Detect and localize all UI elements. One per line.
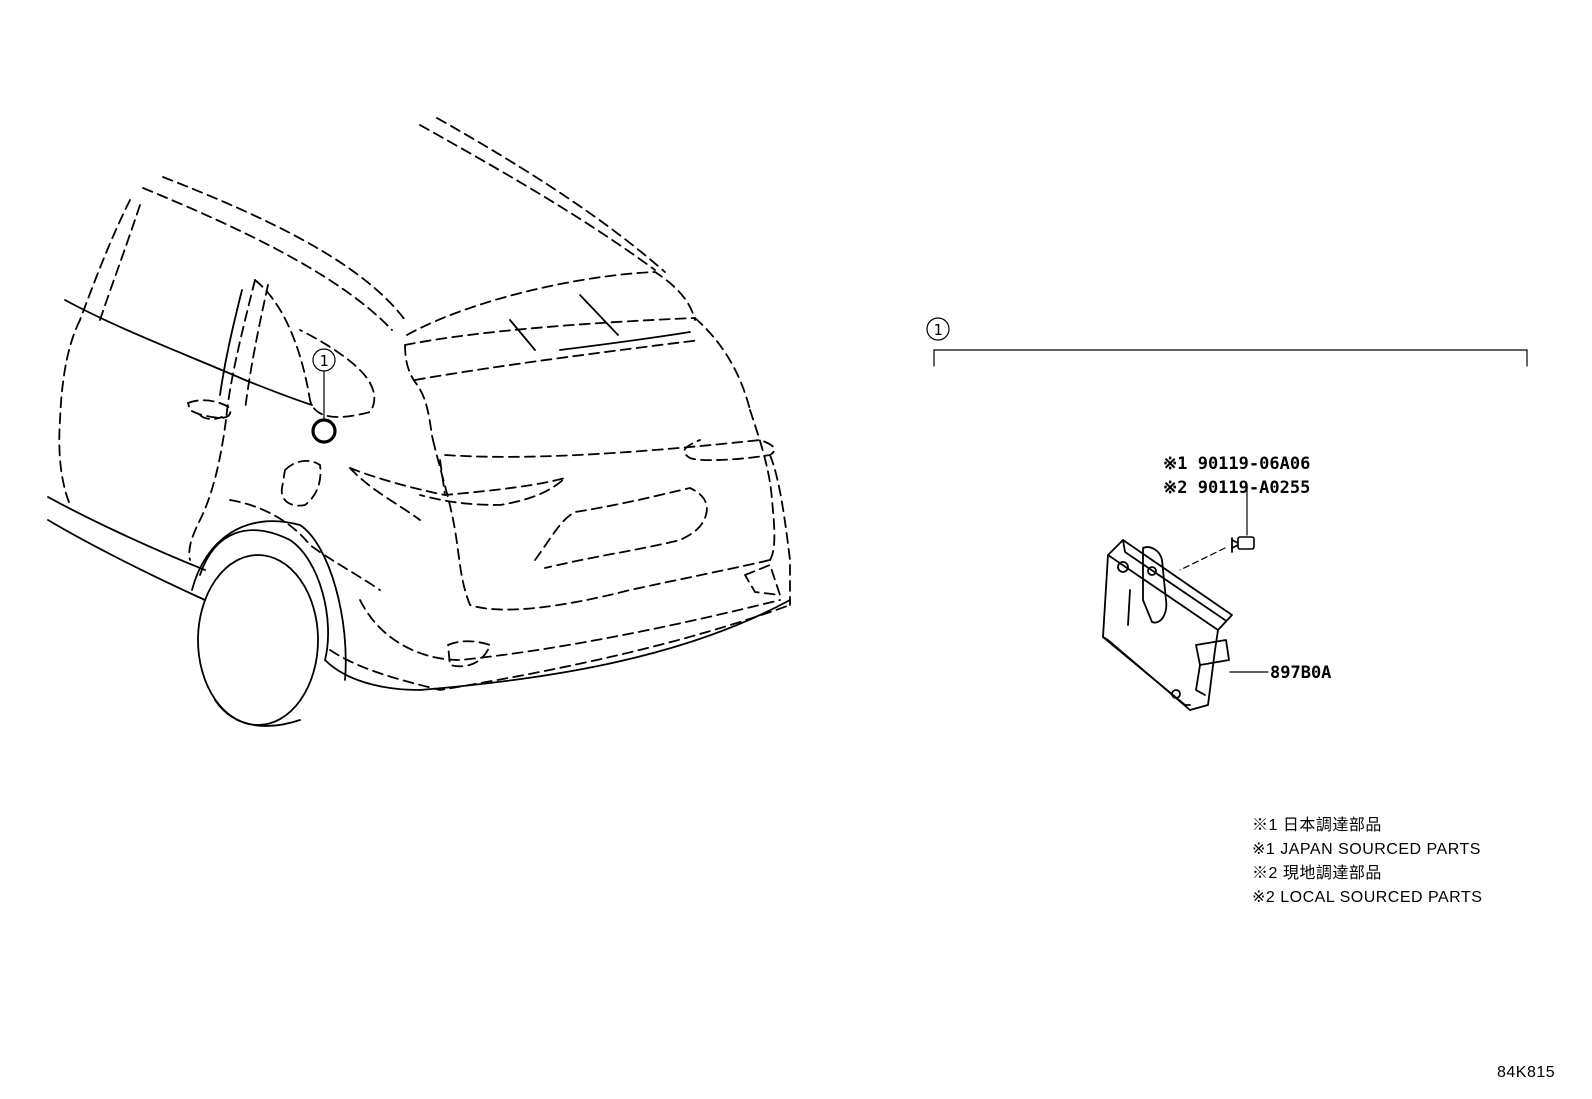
- bolt-part-number-1: ※1 90119-06A06: [1163, 454, 1310, 474]
- bolt-part-number-2: ※2 90119-A0255: [1163, 478, 1310, 498]
- note-local-en: ※2 LOCAL SOURCED PARTS: [1252, 889, 1482, 906]
- assembly-bracket: [926, 317, 1528, 367]
- control-module-icon: [1102, 539, 1269, 711]
- bolt-icon: [1179, 486, 1255, 571]
- vehicle-callout-number: 1: [319, 352, 328, 370]
- install-location-marker: [311, 418, 337, 444]
- module-part-number: 897B0A: [1270, 663, 1331, 683]
- figure-id: 84K815: [1497, 1064, 1555, 1081]
- note-local-jp: ※2 現地調達部品: [1252, 864, 1382, 882]
- bracket-callout-number: 1: [933, 321, 942, 339]
- note-japan-en: ※1 JAPAN SOURCED PARTS: [1252, 841, 1481, 858]
- vehicle-outline: [47, 117, 791, 727]
- note-japan-jp: ※1 日本調達部品: [1252, 816, 1382, 834]
